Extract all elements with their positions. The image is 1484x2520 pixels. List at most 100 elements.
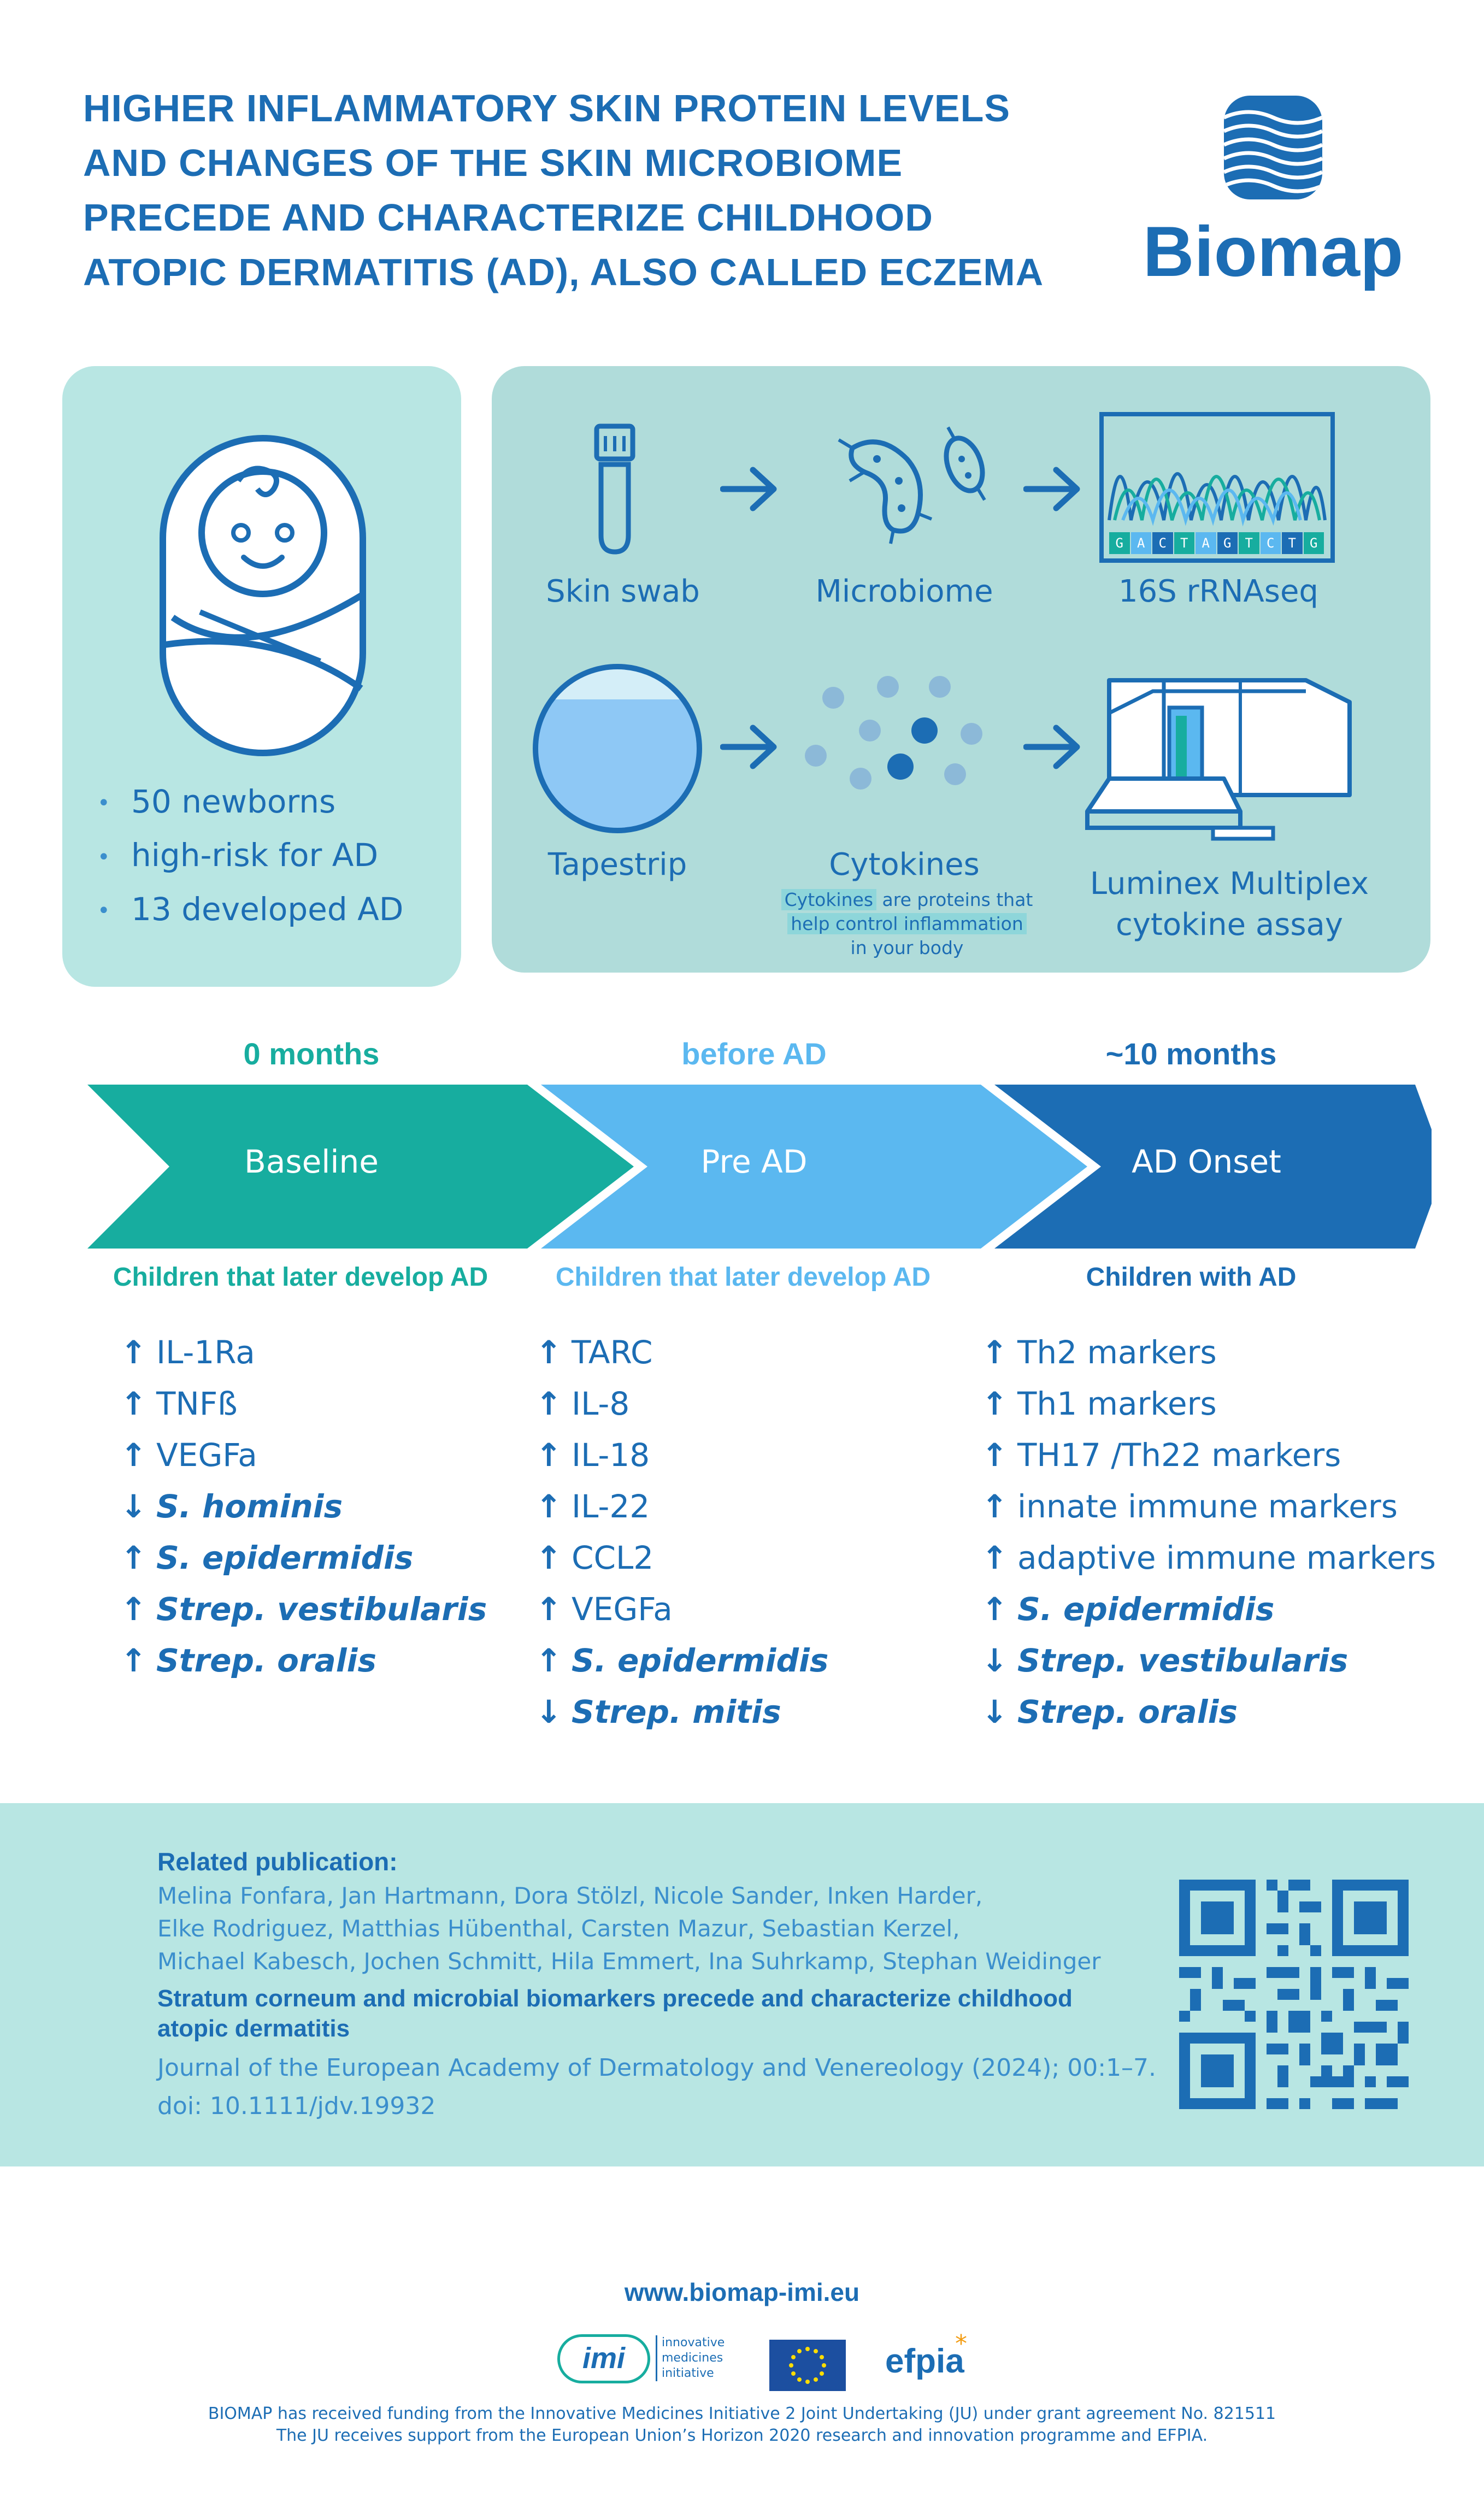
marker-text: TARC <box>572 1334 653 1371</box>
author-line: Michael Kabesch, Jochen Schmitt, Hila Em… <box>157 1948 1101 1975</box>
arrow-down-icon: ↓ <box>981 1642 1008 1679</box>
cohort-bullets: 50 newborns high-risk for AD 13 develope… <box>97 776 403 937</box>
arrow-right-icon <box>1023 725 1080 769</box>
marker-item: ↑IL-8 <box>535 1378 828 1429</box>
marker-item: ↓Strep. mitis <box>535 1686 828 1738</box>
marker-text: Th2 markers <box>1017 1334 1217 1371</box>
marker-text: innate immune markers <box>1017 1488 1398 1525</box>
arrow-up-icon: ↑ <box>535 1488 562 1525</box>
chevron-pre-ad <box>541 1085 1087 1249</box>
markers-pre-ad: ↑TARC↑IL-8↑IL-18↑IL-22↑CCL2↑VEGFa↑S. epi… <box>535 1327 828 1738</box>
website-link[interactable]: www.biomap-imi.eu <box>624 2278 860 2306</box>
arrow-down-icon: ↓ <box>120 1488 147 1525</box>
marker-item: ↑Strep. vestibularis <box>120 1583 487 1635</box>
arrow-up-icon: ↑ <box>981 1539 1008 1576</box>
arrow-up-icon: ↑ <box>981 1385 1008 1422</box>
marker-text: TH17 /Th22 markers <box>1017 1436 1341 1474</box>
author-line: Melina Fonfara, Jan Hartmann, Dora Stölz… <box>157 1882 983 1909</box>
sequence-letter: G <box>1109 532 1131 554</box>
title-line: AND CHANGES OF THE SKIN MICROBIOME <box>83 142 903 184</box>
arrow-up-icon: ↑ <box>981 1436 1008 1474</box>
marker-text: S. epidermidis <box>1017 1591 1275 1628</box>
marker-text: IL-8 <box>572 1385 630 1422</box>
efpia-logo: efpia * <box>885 2330 967 2383</box>
list-item: 50 newborns <box>97 776 403 829</box>
arrow-up-icon: ↑ <box>981 1334 1008 1371</box>
arrow-up-icon: ↑ <box>120 1385 147 1422</box>
sequence-letter: T <box>1174 532 1196 554</box>
marker-item: ↑S. epidermidis <box>120 1532 487 1583</box>
arrow-right-icon <box>1023 467 1080 511</box>
chevron-ad-onset-shape <box>994 1085 1432 1249</box>
sequence-letter: T <box>1282 532 1304 554</box>
marker-text: Th1 markers <box>1017 1385 1217 1422</box>
funding-statement: BIOMAP has received funding from the Inn… <box>0 2403 1484 2447</box>
marker-item: ↑Th1 markers <box>981 1378 1436 1429</box>
marker-item: ↑ TARC <box>535 1327 828 1378</box>
swab-tube-icon <box>594 423 635 555</box>
phase-label-ad-onset: AD Onset <box>1132 1143 1281 1180</box>
bacteria-icon <box>838 426 986 544</box>
marker-item: ↑TNFß <box>120 1378 487 1429</box>
marker-text: CCL2 <box>572 1539 654 1576</box>
imi-logo: imi <box>557 2334 650 2383</box>
biomap-logo: Biomap <box>1142 96 1404 298</box>
step-cytokines: Cytokines <box>829 847 980 882</box>
marker-item: ↑VEGFa <box>120 1429 487 1481</box>
publication-heading: Related publication: <box>157 1847 398 1876</box>
marker-text: S. epidermidis <box>156 1539 414 1576</box>
markers-ad-onset: ↑Th2 markers↑Th1 markers↑TH17 /Th22 mark… <box>981 1327 1436 1738</box>
luminex-analyzer-icon <box>1085 678 1352 841</box>
marker-item: ↑S. epidermidis <box>981 1583 1436 1635</box>
title-line: PRECEDE AND CHARACTERIZE CHILDHOOD <box>83 196 933 239</box>
arrow-up-icon: ↑ <box>535 1436 562 1474</box>
marker-item: ↑Th2 markers <box>981 1327 1436 1378</box>
marker-item: ↑adaptive immune markers <box>981 1532 1436 1583</box>
publication-journal: Journal of the European Academy of Derma… <box>157 2049 1156 2125</box>
note-text: are proteins that <box>876 889 1033 910</box>
marker-text: IL-1Ra <box>156 1334 255 1371</box>
funding-line: BIOMAP has received funding from the Inn… <box>208 2404 1276 2423</box>
arrow-up-icon: ↑ <box>535 1591 562 1628</box>
marker-text: IL-22 <box>572 1488 650 1525</box>
qr-code-icon[interactable] <box>1179 1880 1409 2109</box>
doi-link[interactable]: doi: 10.1111/jdv.19932 <box>157 2092 436 2120</box>
marker-text: adaptive immune markers <box>1017 1539 1436 1576</box>
arrow-right-icon <box>720 467 777 511</box>
step-tapestrip: Tapestrip <box>547 847 687 882</box>
imi-tagline-line: medicines <box>662 2351 723 2365</box>
group-heading-ad-onset: Children with AD <box>1086 1263 1297 1292</box>
group-heading-pre-ad: Children that later develop AD <box>555 1263 931 1292</box>
marker-text: Strep. oralis <box>1017 1693 1238 1730</box>
sequence-letter: G <box>1303 532 1325 554</box>
sequence-letter: G <box>1217 532 1239 554</box>
publication-authors: Melina Fonfara, Jan Hartmann, Dora Stölz… <box>157 1880 1141 1978</box>
marker-text: Strep. oralis <box>156 1642 377 1679</box>
title-line: HIGHER INFLAMMATORY SKIN PROTEIN LEVELS <box>83 87 1011 129</box>
cohort-panel: 50 newborns high-risk for AD 13 develope… <box>62 366 461 987</box>
title-line: ATOPIC DERMATITIS (AD), ALSO CALLED ECZE… <box>83 251 1044 293</box>
efpia-star-icon: * <box>955 2330 967 2358</box>
eu-flag-icon <box>769 2340 846 2391</box>
sequence-letters: G A C T A G T C T G <box>1109 532 1325 554</box>
imi-tagline: innovative medicines initiative <box>656 2335 725 2381</box>
marker-item: ↓Strep. oralis <box>981 1686 1436 1738</box>
timeline-chevrons <box>87 1085 1432 1249</box>
newborn-baby-icon <box>160 435 366 756</box>
arrow-down-icon: ↓ <box>535 1693 562 1730</box>
arrow-up-icon: ↑ <box>981 1488 1008 1525</box>
partner-logos: imi innovative medicines initiative efpi… <box>557 2329 973 2394</box>
arrow-up-icon: ↑ <box>535 1334 562 1371</box>
marker-item: ↑innate immune markers <box>981 1481 1436 1532</box>
page-title: HIGHER INFLAMMATORY SKIN PROTEIN LEVELS … <box>83 81 1121 299</box>
arrow-down-icon: ↓ <box>981 1693 1008 1730</box>
chevron-baseline <box>87 1085 634 1249</box>
author-line: Elke Rodriguez, Matthias Hübenthal, Cars… <box>157 1915 960 1942</box>
marker-text: Strep. vestibularis <box>156 1591 487 1628</box>
tapestrip-disc-icon <box>533 664 702 833</box>
marker-text: TNFß <box>156 1385 238 1422</box>
sequence-letter: C <box>1260 532 1282 554</box>
marker-item: ↑IL-1Ra <box>120 1327 487 1378</box>
publication-section: Related publication: Melina Fonfara, Jan… <box>0 1803 1484 2166</box>
biomap-wave-icon <box>1224 96 1322 199</box>
